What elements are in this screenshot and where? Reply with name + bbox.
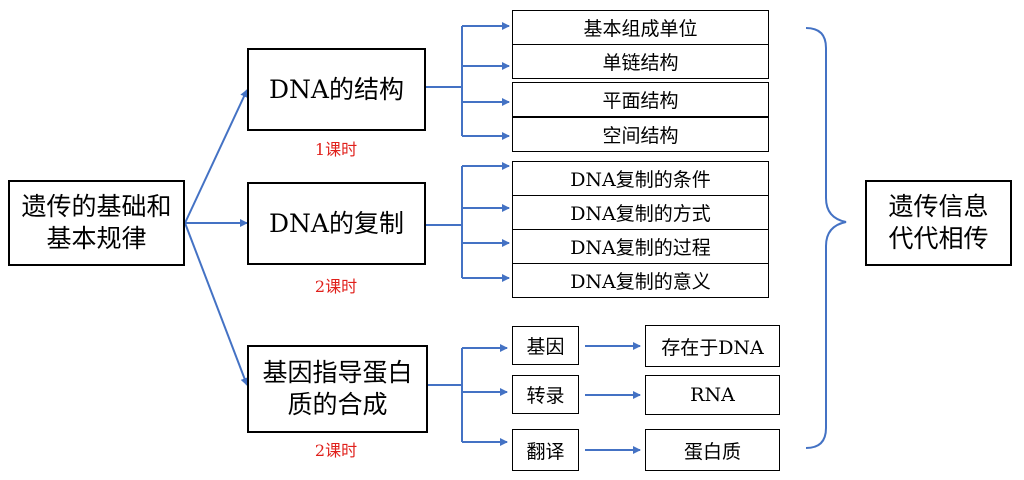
gene-box: 基因 bbox=[512, 326, 579, 365]
item-label: 蛋白质 bbox=[683, 440, 741, 463]
rna-box: RNA bbox=[645, 375, 780, 415]
section-title-line-1: 基因指导蛋白 bbox=[262, 358, 413, 387]
item-label: 转录 bbox=[526, 385, 565, 407]
conclusion-line-2: 代代相传 bbox=[888, 224, 989, 253]
section-gene-protein-synthesis: 基因指导蛋白 质的合成 bbox=[247, 345, 428, 433]
right-brace bbox=[805, 27, 847, 449]
root-line-2: 基本规律 bbox=[46, 224, 147, 253]
replication-item-1: DNA复制的条件 bbox=[512, 161, 769, 196]
replication-item-3: DNA复制的过程 bbox=[512, 229, 769, 264]
protein-box: 蛋白质 bbox=[645, 429, 780, 471]
translation-box: 翻译 bbox=[512, 429, 579, 471]
replication-item-4: DNA复制的意义 bbox=[512, 263, 769, 298]
item-label: 平面结构 bbox=[602, 90, 679, 112]
section-title: DNA的结构 bbox=[269, 74, 404, 104]
item-label: 存在于DNA bbox=[661, 336, 764, 359]
item-label: 翻译 bbox=[526, 440, 565, 463]
exists-in-dna-box: 存在于DNA bbox=[645, 325, 780, 367]
hours-label: 2课时 bbox=[314, 441, 358, 460]
conclusion-line-1: 遗传信息 bbox=[888, 192, 989, 221]
transcription-box: 转录 bbox=[512, 375, 579, 414]
arrow-root-to-synthesis bbox=[184, 222, 249, 386]
structure-item-1: 基本组成单位 bbox=[512, 10, 769, 45]
section-title: DNA的复制 bbox=[269, 208, 404, 238]
root-node: 遗传的基础和 基本规律 bbox=[8, 180, 185, 266]
section-title-line-2: 质的合成 bbox=[287, 390, 388, 419]
section-dna-structure: DNA的结构 bbox=[247, 48, 426, 131]
conclusion-node: 遗传信息 代代相传 bbox=[865, 180, 1012, 266]
item-label: 基本组成单位 bbox=[583, 18, 698, 40]
structure-item-3: 平面结构 bbox=[512, 82, 769, 117]
structure-item-4: 空间结构 bbox=[512, 117, 769, 152]
item-label: 单链结构 bbox=[602, 52, 679, 74]
hours-label: 2课时 bbox=[314, 277, 358, 296]
item-label: DNA复制的意义 bbox=[570, 271, 711, 293]
item-label: 基因 bbox=[526, 336, 565, 358]
structure-item-2: 单链结构 bbox=[512, 44, 769, 79]
item-label: DNA复制的方式 bbox=[570, 203, 711, 225]
arrow-root-to-structure bbox=[184, 89, 248, 224]
replication-item-2: DNA复制的方式 bbox=[512, 195, 769, 230]
item-label: DNA复制的过程 bbox=[570, 237, 711, 259]
item-label: RNA bbox=[690, 384, 735, 406]
hours-label: 1课时 bbox=[314, 140, 358, 159]
root-line-1: 遗传的基础和 bbox=[21, 192, 172, 221]
item-label: DNA复制的条件 bbox=[570, 169, 711, 191]
section-dna-replication: DNA的复制 bbox=[247, 182, 426, 265]
item-label: 空间结构 bbox=[602, 125, 679, 147]
